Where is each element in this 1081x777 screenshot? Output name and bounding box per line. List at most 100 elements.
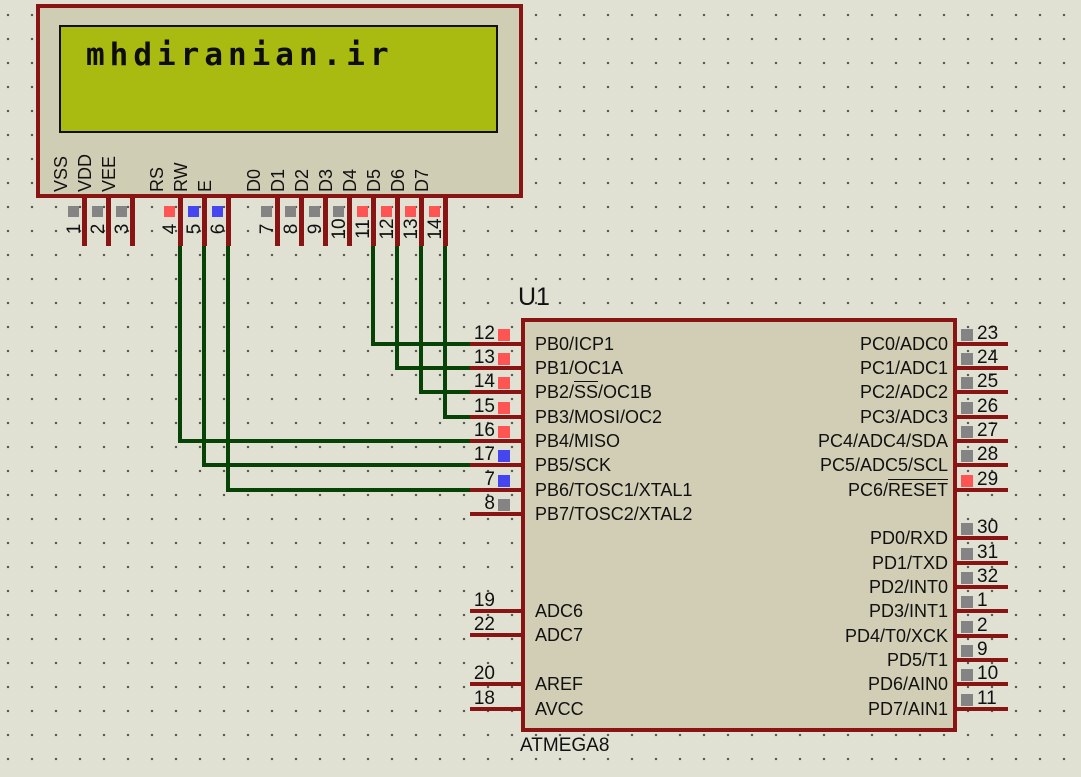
wire-d6-vertical[interactable] <box>419 246 423 394</box>
lcd-pin-12-indicator <box>381 206 392 217</box>
lcd-pin-10-indicator <box>333 206 344 217</box>
mcu-pin-28-label: PC5/ADC5/SCL <box>819 455 948 475</box>
lcd-pin-11-indicator <box>357 206 368 217</box>
lcd-pin-10[interactable] <box>347 198 352 246</box>
lcd-pin-7[interactable] <box>275 198 280 246</box>
mcu-pin-26-indicator <box>961 402 973 414</box>
lcd-pin-5[interactable] <box>202 198 207 246</box>
mcu-pin-32[interactable] <box>953 585 1008 589</box>
lcd-pin-11[interactable] <box>371 198 376 246</box>
mcu-pin-32-number: 32 <box>977 566 999 587</box>
lcd-pin-13[interactable] <box>419 198 424 246</box>
mcu-pin-30-label: PD0/RXD <box>869 528 948 548</box>
mcu-atmega8-body[interactable] <box>521 318 957 732</box>
mcu-pin-32-indicator <box>961 572 973 584</box>
lcd-pin-9[interactable] <box>323 198 328 246</box>
mcu-pin-17-indicator <box>498 450 510 462</box>
mcu-pin-24[interactable] <box>953 366 1008 370</box>
wire-d7-horizontal[interactable] <box>443 415 472 419</box>
wire-e-vertical[interactable] <box>226 246 230 492</box>
mcu-pin-23-indicator <box>961 329 973 341</box>
mcu-pin-26-number: 26 <box>977 396 999 417</box>
wire-d5-horizontal[interactable] <box>395 366 472 370</box>
wire-d4-vertical[interactable] <box>371 246 375 346</box>
wire-rw-vertical[interactable] <box>202 246 206 467</box>
wire-d7-vertical[interactable] <box>443 246 447 419</box>
lcd-pin-8[interactable] <box>299 198 304 246</box>
mcu-pin-7[interactable] <box>470 488 521 492</box>
mcu-pin-14-number: 14 <box>473 371 495 392</box>
lcd-pin-6[interactable] <box>226 198 231 246</box>
lcd-pin-11-number: 11 <box>353 219 374 239</box>
mcu-pin-15-label: PB3/MOSI/OC2 <box>535 407 663 427</box>
mcu-pin-25-indicator <box>961 377 973 389</box>
lcd-pin-10-number: 10 <box>329 218 350 240</box>
mcu-pin-19[interactable] <box>470 609 521 613</box>
lcd-pin-14[interactable] <box>443 198 448 246</box>
mcu-pin-20[interactable] <box>470 682 521 686</box>
mcu-pin-10[interactable] <box>953 682 1008 686</box>
mcu-pin-31-number: 31 <box>977 542 999 563</box>
wire-rs-horizontal[interactable] <box>178 439 472 443</box>
mcu-pin-26[interactable] <box>953 415 1008 419</box>
mcu-pin-13[interactable] <box>470 366 521 370</box>
mcu-pin-30[interactable] <box>953 536 1008 540</box>
mcu-pin-30-indicator <box>961 523 973 535</box>
mcu-pin-22-label: ADC7 <box>535 625 584 645</box>
mcu-pin-14[interactable] <box>470 390 521 394</box>
lcd-pin-2[interactable] <box>106 198 111 246</box>
mcu-pin-17[interactable] <box>470 463 521 467</box>
mcu-pin-15-number: 15 <box>473 396 495 417</box>
lcd-pin-4-number: 4 <box>160 223 181 235</box>
mcu-pin-24-indicator <box>961 353 973 365</box>
mcu-pin-9-label: PD5/T1 <box>886 650 948 670</box>
mcu-pin-28[interactable] <box>953 463 1008 467</box>
lcd-pin-4[interactable] <box>178 198 183 246</box>
mcu-pin-29-indicator <box>961 475 973 487</box>
wire-rw-horizontal[interactable] <box>202 463 472 467</box>
lcd-module[interactable]: mhdiranian.ir <box>36 4 523 198</box>
mcu-pin-20-label: AREF <box>535 674 584 694</box>
mcu-pin-27[interactable] <box>953 439 1008 443</box>
mcu-pin-22[interactable] <box>470 633 521 637</box>
mcu-pin-27-label: PC4/ADC4/SDA <box>817 431 948 451</box>
mcu-pin-16-indicator <box>498 426 510 438</box>
lcd-pin-3-label: VEE <box>99 155 119 192</box>
mcu-reference-label: U1 <box>518 283 550 311</box>
mcu-pin-9-indicator <box>961 645 973 657</box>
lcd-pin-7-label: D0 <box>244 168 264 192</box>
mcu-pin-15[interactable] <box>470 415 521 419</box>
wire-rs-vertical[interactable] <box>178 246 182 443</box>
lcd-pin-3-indicator <box>116 206 127 217</box>
mcu-pin-11[interactable] <box>953 707 1008 711</box>
wire-e-horizontal[interactable] <box>226 488 472 492</box>
mcu-pin-9[interactable] <box>953 658 1008 662</box>
mcu-pin-22-number: 22 <box>473 614 495 635</box>
mcu-pin-8[interactable] <box>470 512 521 516</box>
lcd-pin-3-number: 3 <box>112 223 133 235</box>
overline-text: RESET <box>887 480 948 500</box>
mcu-pin-31[interactable] <box>953 561 1008 565</box>
lcd-pin-12[interactable] <box>395 198 400 246</box>
mcu-pin-29[interactable] <box>953 488 1008 492</box>
mcu-pin-12[interactable] <box>470 342 521 346</box>
lcd-pin-8-number: 8 <box>281 223 302 235</box>
mcu-pin-20-number: 20 <box>473 663 495 684</box>
mcu-pin-16[interactable] <box>470 439 521 443</box>
mcu-pin-25[interactable] <box>953 390 1008 394</box>
lcd-pin-11-label: D4 <box>340 168 360 192</box>
lcd-pin-2-number: 2 <box>88 223 109 235</box>
lcd-pin-3[interactable] <box>130 198 135 246</box>
mcu-pin-23[interactable] <box>953 342 1008 346</box>
mcu-pin-18-number: 18 <box>473 688 495 709</box>
lcd-pin-1[interactable] <box>82 198 87 246</box>
mcu-pin-1[interactable] <box>953 609 1008 613</box>
mcu-pin-25-number: 25 <box>977 371 999 392</box>
mcu-pin-18[interactable] <box>470 707 521 711</box>
lcd-pin-12-label: D5 <box>364 168 384 192</box>
mcu-pin-14-label: PB2/SS/OC1B <box>535 382 653 402</box>
mcu-pin-1-number: 1 <box>977 590 988 611</box>
mcu-pin-2[interactable] <box>953 634 1008 638</box>
wire-d5-vertical[interactable] <box>395 246 399 370</box>
